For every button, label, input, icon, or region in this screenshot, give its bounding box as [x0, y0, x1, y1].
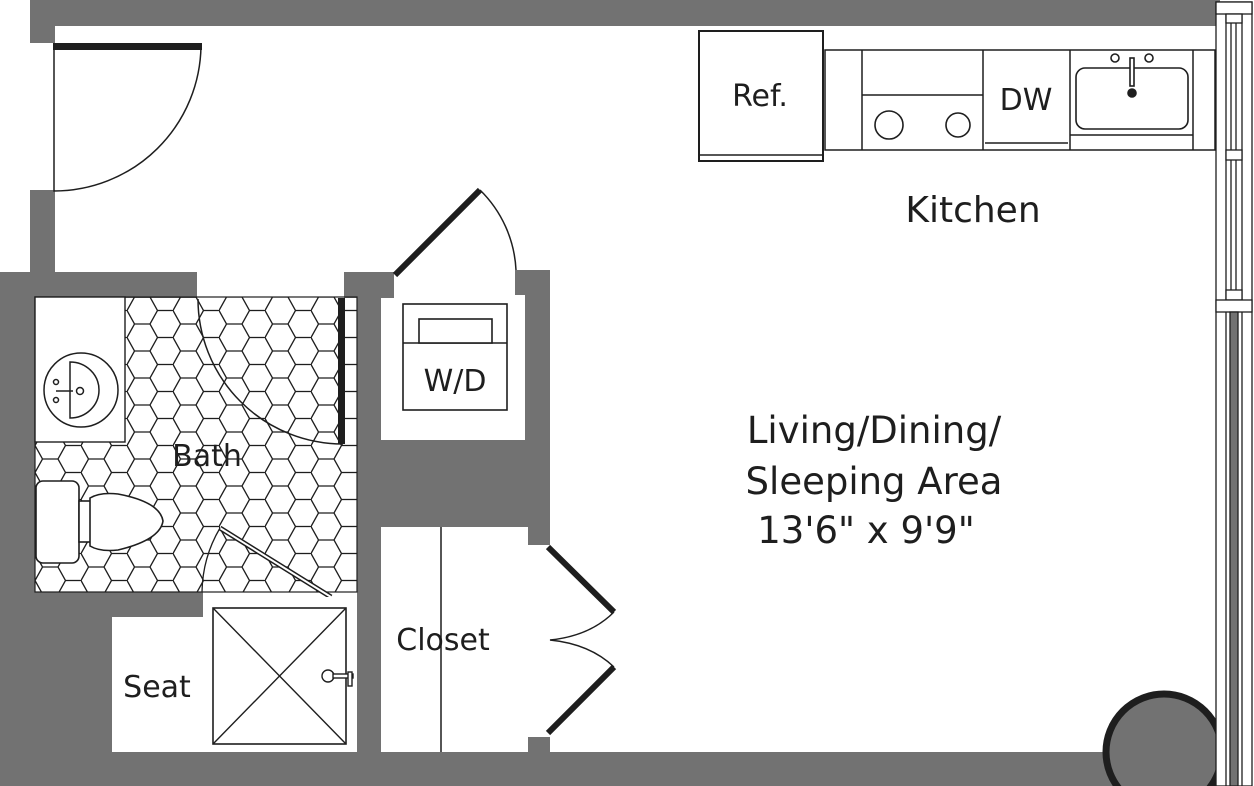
kitchen-label: Kitchen [905, 190, 1040, 231]
wall-laundry-right-col [525, 270, 550, 545]
wall-top [30, 0, 1220, 26]
wall-bottom [0, 752, 1220, 786]
living-label-line1: Living/Dining/ [747, 409, 1002, 452]
closet: Closet [381, 527, 617, 752]
bath-door-swing [197, 298, 344, 445]
laundry-door-leaf[interactable] [392, 187, 483, 278]
wall-laundry-closet-block [381, 440, 525, 527]
refrigerator-label: Ref. [732, 79, 788, 114]
shower [203, 597, 357, 752]
drain-icon [1127, 88, 1137, 98]
dishwasher: DW [985, 83, 1068, 144]
living-label-line2: Sleeping Area [746, 460, 1003, 503]
wall-bath-bottom [35, 592, 203, 617]
wall-closet-jamb [528, 737, 550, 753]
shower-head-icon [321, 669, 354, 687]
entry-door[interactable] [53, 43, 202, 192]
living-area-label: Living/Dining/ Sleeping Area 13'6" x 9'9… [746, 409, 1003, 552]
seat-label: Seat [123, 670, 191, 705]
closet-bifold-door[interactable] [545, 544, 617, 736]
window-wall [1215, 1, 1253, 786]
wall-bath-left [0, 272, 35, 786]
washer-dryer [402, 303, 508, 411]
bath-door-leaf[interactable] [338, 298, 345, 444]
dishwasher-label: DW [1000, 83, 1053, 118]
cooktop [874, 110, 971, 140]
burner-icon [874, 110, 904, 140]
entry-door-leaf [53, 43, 202, 50]
toilet [35, 480, 164, 564]
wall-seat-block [35, 592, 112, 752]
bathroom: Bath [34, 296, 358, 600]
wall-laundry-top-left [344, 272, 394, 298]
shower-door-swing [201, 527, 221, 593]
shower-seat: Seat [112, 617, 201, 752]
wall-top-left-stub [30, 0, 55, 43]
kitchen-sink [1070, 53, 1193, 136]
living-dimensions: 13'6" x 9'9" [757, 509, 975, 552]
structural-column [1102, 690, 1226, 786]
closet-label: Closet [396, 623, 490, 658]
bath-sink [43, 352, 119, 428]
wall-left-upper [30, 190, 55, 275]
refrigerator: Ref. [698, 30, 824, 162]
washer-dryer-label: W/D [424, 364, 487, 399]
burner-icon [945, 112, 971, 138]
wall-partition-vertical [357, 272, 381, 752]
bath-label: Bath [172, 439, 242, 474]
laundry: W/D [381, 187, 525, 440]
kitchen-counter [824, 49, 1216, 151]
laundry-door-swing [479, 189, 517, 271]
entry-door-swing [53, 45, 202, 192]
